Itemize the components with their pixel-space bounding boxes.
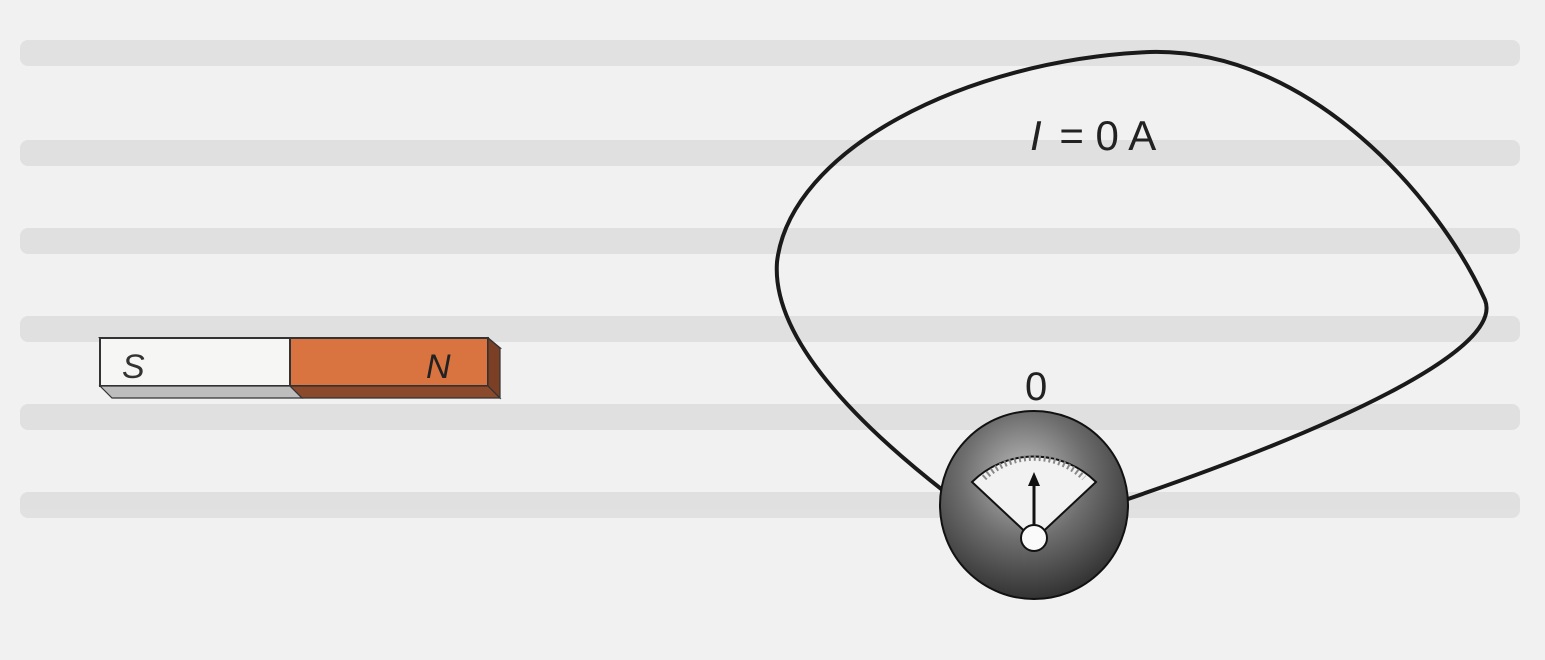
- wire-loop: [774, 49, 1489, 502]
- magnet-north-face: [289, 337, 489, 387]
- galvanometer-scale-arc: [981, 454, 1087, 481]
- current-value: = 0 A: [1059, 112, 1156, 159]
- bar-magnet: S N: [97, 336, 503, 400]
- magnet-end-face: [487, 336, 501, 400]
- magnet-south-face: [99, 337, 291, 387]
- background-bleed-through: [20, 40, 1520, 518]
- needle-arrowhead: [1028, 472, 1040, 486]
- current-label: I = 0 A: [1030, 112, 1156, 159]
- galvanometer-pivot: [1020, 524, 1048, 552]
- galvanometer: [939, 410, 1129, 600]
- magnet-north-label: N: [426, 348, 451, 386]
- magnet-south-bottom: [98, 385, 304, 399]
- current-symbol: I: [1030, 112, 1042, 159]
- meter-reading: 0: [1025, 365, 1047, 409]
- magnet-north-bottom: [288, 385, 502, 399]
- magnet-south-label: S: [122, 348, 145, 386]
